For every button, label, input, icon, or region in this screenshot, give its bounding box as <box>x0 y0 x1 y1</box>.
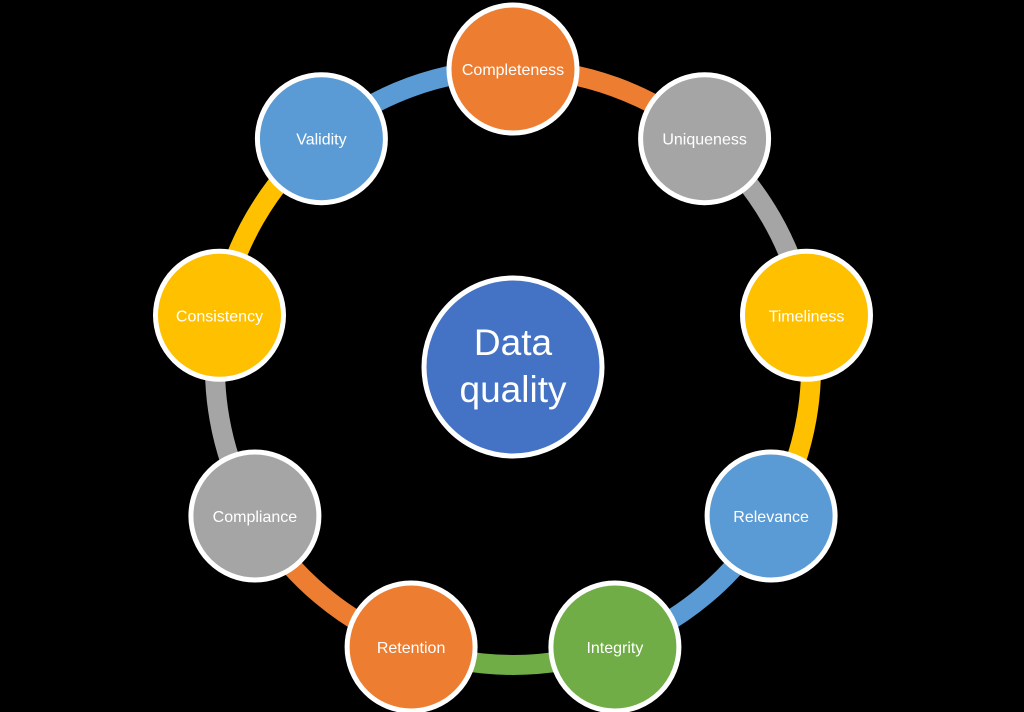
node-integrity: Integrity <box>548 580 682 712</box>
center-label-line2: quality <box>460 369 567 410</box>
node-circle-compliance <box>188 449 322 583</box>
node-compliance: Compliance <box>188 449 322 583</box>
node-circle-integrity <box>548 580 682 712</box>
node-uniqueness: Uniqueness <box>638 72 772 206</box>
node-circle-timeliness <box>740 248 873 382</box>
node-consistency: Consistency <box>153 248 286 382</box>
node-circle-uniqueness <box>638 72 772 206</box>
node-label-retention: Retention <box>377 640 446 657</box>
node-circle-relevance <box>704 449 838 583</box>
node-circle-retention <box>344 580 478 712</box>
center-circle <box>421 275 605 459</box>
node-retention: Retention <box>344 580 478 712</box>
node-label-completeness: Completeness <box>462 62 564 79</box>
node-circle-validity <box>254 72 388 206</box>
node-label-validity: Validity <box>296 132 346 149</box>
node-label-compliance: Compliance <box>213 509 298 526</box>
node-label-integrity: Integrity <box>586 640 643 657</box>
center-label-line1: Data <box>474 322 553 363</box>
node-label-timeliness: Timeliness <box>769 308 845 325</box>
node-completeness: Completeness <box>446 2 580 136</box>
node-circle-completeness <box>446 2 580 136</box>
node-label-uniqueness: Uniqueness <box>662 132 747 149</box>
node-timeliness: Timeliness <box>740 248 873 382</box>
node-label-consistency: Consistency <box>176 308 263 325</box>
node-label-relevance: Relevance <box>733 509 809 526</box>
node-validity: Validity <box>254 72 388 206</box>
center-node: Data quality <box>421 275 605 459</box>
node-relevance: Relevance <box>704 449 838 583</box>
node-circle-consistency <box>153 248 286 382</box>
